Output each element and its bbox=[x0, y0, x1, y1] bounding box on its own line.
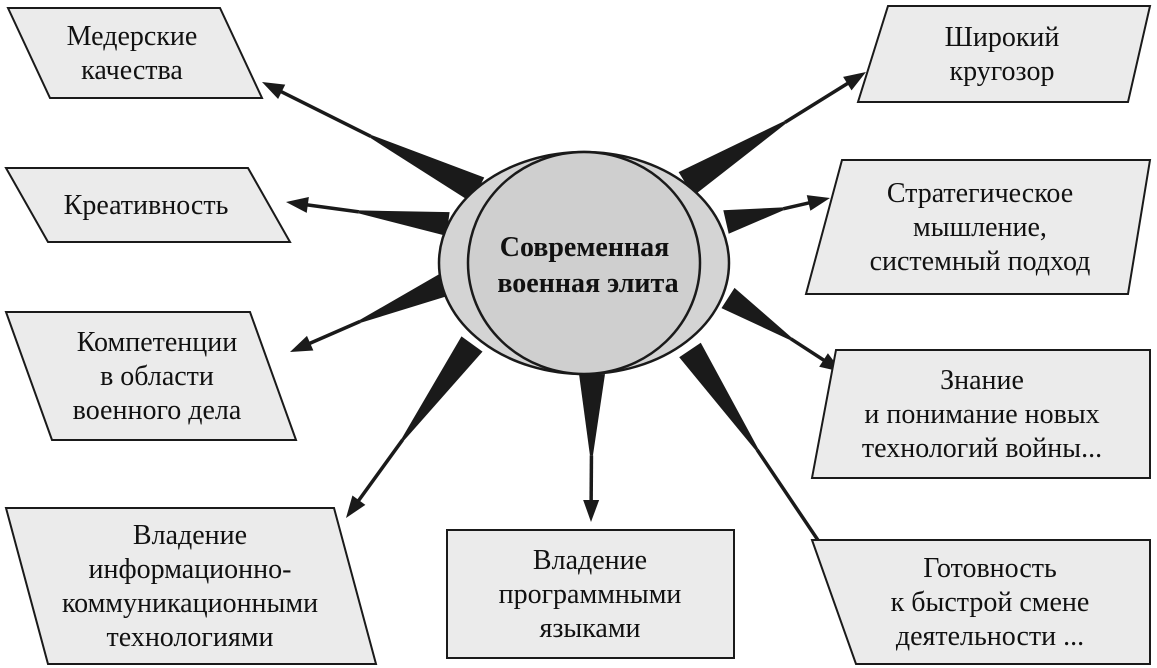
node-box bbox=[4, 507, 378, 665]
node-box bbox=[6, 7, 264, 99]
node-label-line: и понимание новых bbox=[864, 399, 1099, 430]
node-label-line: Готовность bbox=[923, 553, 1057, 584]
node-label-line: деятельности ... bbox=[896, 621, 1084, 652]
node-label-line: технологиями bbox=[107, 622, 274, 653]
node-box bbox=[810, 349, 1151, 479]
node-label-line: языками bbox=[539, 613, 640, 644]
node-label: Креативность bbox=[64, 190, 229, 221]
connector-wedge bbox=[359, 272, 451, 323]
node-label-line: Креативность bbox=[64, 190, 229, 221]
connector-wedge bbox=[369, 134, 485, 203]
arrowhead bbox=[286, 197, 309, 213]
node-label-line: Медерские bbox=[67, 21, 198, 52]
arrowhead bbox=[290, 335, 314, 352]
connector-arrows bbox=[262, 72, 866, 564]
node-box bbox=[4, 167, 292, 243]
node-label-line: в области bbox=[100, 361, 214, 392]
arrowhead bbox=[346, 495, 366, 518]
arrowhead bbox=[262, 82, 286, 99]
arrowhead bbox=[583, 499, 600, 522]
connector-wedge bbox=[679, 342, 759, 451]
node-label-line: коммуникационными bbox=[62, 588, 318, 619]
arrowhead bbox=[806, 195, 830, 211]
arrowhead bbox=[843, 72, 866, 91]
connector-wedge bbox=[721, 287, 792, 340]
center-ellipse-inner bbox=[466, 150, 702, 376]
node-label-line: кругозор bbox=[950, 56, 1055, 87]
node-label-line: качества bbox=[81, 55, 183, 86]
center-title-line: Современная bbox=[500, 232, 670, 263]
node-box bbox=[810, 539, 1151, 665]
node-label-line: Знание bbox=[940, 365, 1024, 396]
node-label-line: Стратегическое bbox=[887, 178, 1073, 209]
node-box bbox=[446, 529, 735, 659]
node-box bbox=[856, 5, 1152, 103]
connector-wedge bbox=[723, 207, 784, 234]
node-label-line: системный подход bbox=[870, 246, 1091, 277]
node-kreativnost: Креативность bbox=[4, 167, 292, 243]
connector-line bbox=[273, 86, 372, 138]
node-box bbox=[4, 311, 298, 441]
node-label-line: Компетенции bbox=[77, 327, 237, 358]
node-label-line: к быстрой смене bbox=[891, 587, 1090, 618]
center-title: Современная военная элита bbox=[497, 232, 678, 299]
node-label-line: Владение bbox=[133, 520, 247, 551]
connector-line bbox=[784, 77, 856, 124]
node-label-line: программными bbox=[499, 579, 682, 610]
connector-wedge bbox=[358, 210, 450, 236]
connector-wedge bbox=[579, 373, 605, 456]
node-label-line: технологий войны... bbox=[862, 433, 1102, 464]
node-label-line: мышление, bbox=[913, 212, 1047, 243]
node-box bbox=[804, 159, 1152, 295]
node-label-line: информационно- bbox=[89, 554, 292, 585]
center-node: Современная военная элита bbox=[437, 150, 731, 376]
node-label-line: военного дела bbox=[73, 395, 242, 426]
connector-line bbox=[299, 202, 360, 214]
connector-wedge bbox=[401, 336, 483, 441]
connector-wedge bbox=[678, 121, 786, 196]
node-label-line: Широкий bbox=[945, 22, 1060, 53]
node-label-line: Владение bbox=[533, 545, 647, 576]
connector-line bbox=[352, 438, 405, 508]
connector-line bbox=[302, 319, 361, 349]
connector-line bbox=[755, 448, 828, 554]
center-title-line: военная элита bbox=[497, 268, 678, 299]
